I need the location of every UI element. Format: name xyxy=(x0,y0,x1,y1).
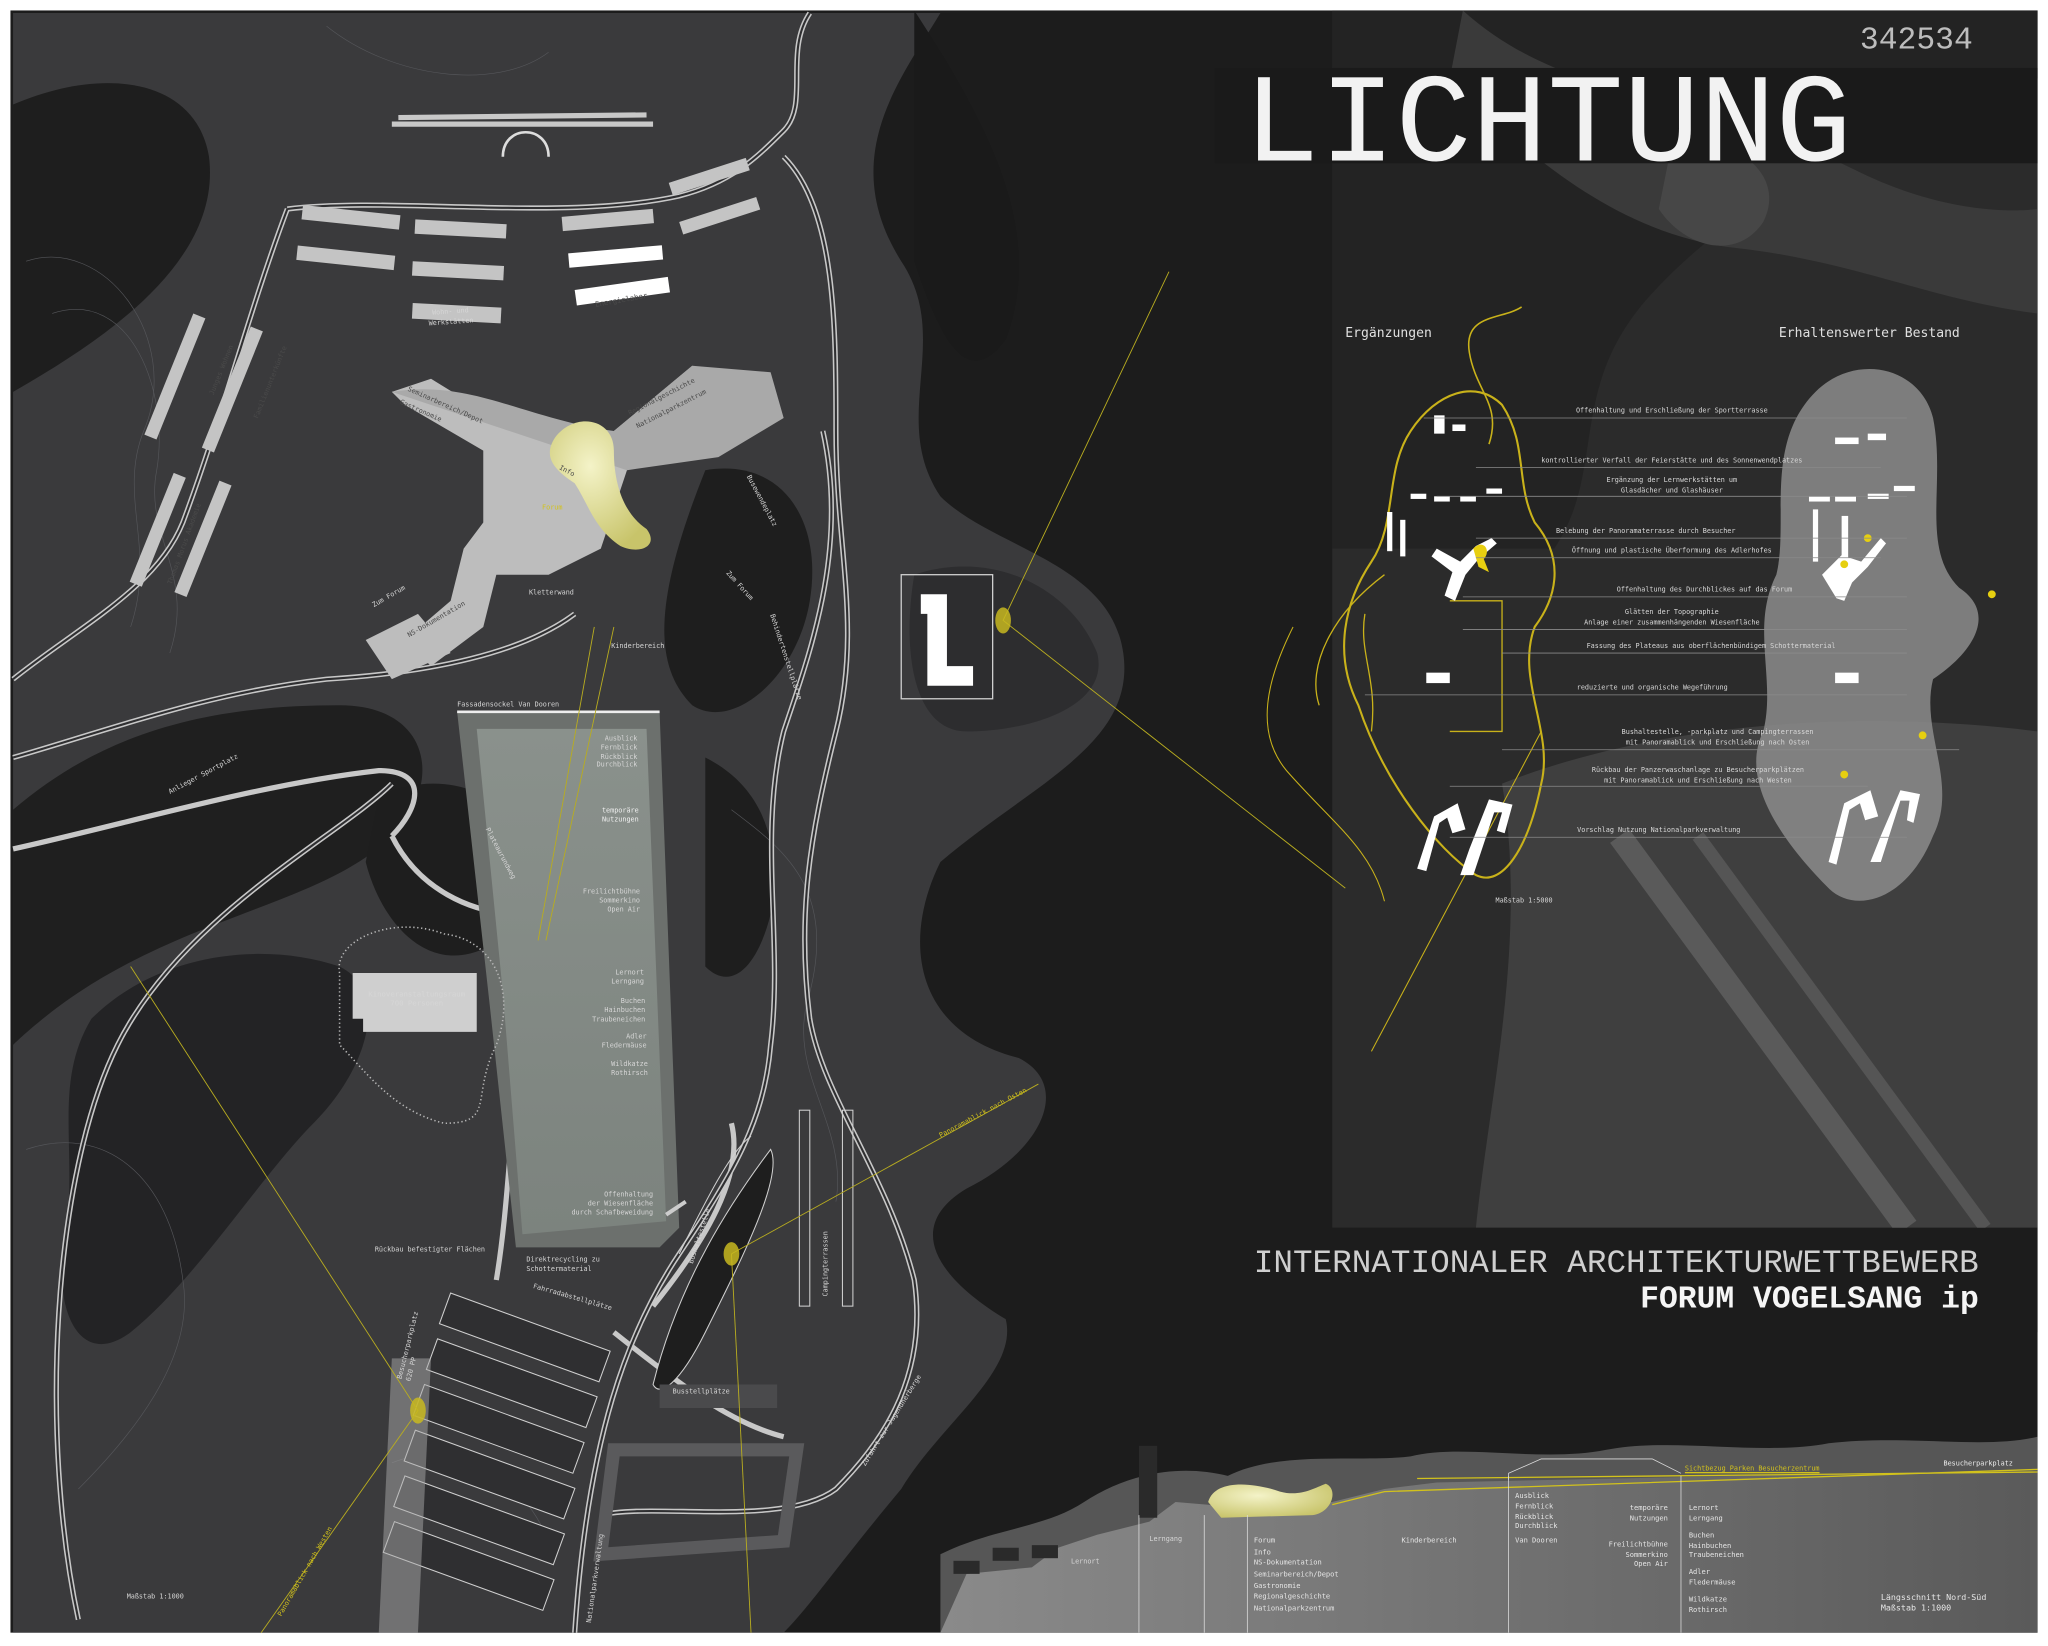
section-lerngang: Lerngang xyxy=(1149,1535,1183,1544)
competition-title: INTERNATIONALER ARCHITEKTURWETTBEWERB xyxy=(1253,1244,1979,1283)
annotation: Belebung der Panoramaterrasse durch Besu… xyxy=(1555,527,1736,536)
bestand-highlight xyxy=(1756,369,1979,901)
section-besucherparkplatz: Besucherparkplatz xyxy=(1943,1460,2013,1469)
section-sichtbezug: Sichtbezug Parken Besucherzentrum xyxy=(1684,1465,1820,1474)
project-number: 342534 xyxy=(1859,23,1973,59)
section-van-dooren: Van Dooren xyxy=(1515,1537,1558,1546)
buildings xyxy=(129,157,761,597)
label-kinderbereich: Kinderbereich xyxy=(611,642,665,651)
ergaenzungen-heading: Ergänzungen xyxy=(1345,326,1432,341)
label-fassadensockel: Fassadensockel Van Dooren xyxy=(457,701,560,710)
annotation-leaders xyxy=(1364,417,1960,838)
page-title: LICHTUNG xyxy=(1243,56,1852,200)
plan-scale: Maßstab 1:1000 xyxy=(126,1593,184,1602)
bestand-heading: Erhaltenswerter Bestand xyxy=(1778,326,1960,341)
annotation: Bushaltestelle, -parkplatz und Campingte… xyxy=(1621,728,1814,747)
label-busstellplaetze: Busstellplätze xyxy=(672,1388,730,1397)
section-drawing xyxy=(940,1436,2038,1633)
annotation: Offenhaltung und Erschließung der Sportt… xyxy=(1575,407,1768,416)
parking xyxy=(382,1292,611,1612)
label-rueckbau: Rückbau befestigter Flächen xyxy=(374,1246,485,1254)
annotation: Öffnung und plastische Überformung des A… xyxy=(1571,547,1772,556)
section-blob xyxy=(1208,1483,1333,1518)
label-kletterwand: Kletterwand xyxy=(528,589,574,597)
annotation: reduzierte und organische Wegeführung xyxy=(1576,684,1728,693)
annotation: Offenhaltung des Durchblickes auf das Fo… xyxy=(1616,586,1793,595)
overview-scale: Maßstab 1:5000 xyxy=(1495,897,1553,906)
label-campingterrassen: Campingterrassen xyxy=(822,1231,830,1297)
competition-band xyxy=(1227,1227,2038,1333)
site-plan xyxy=(11,10,1346,1633)
label-forum: Forum xyxy=(542,504,563,512)
section-lernort: Lernort xyxy=(1071,1558,1100,1567)
title-band xyxy=(1214,67,2038,164)
ergaenzungen-plan xyxy=(1266,306,1556,1052)
annotation: Vorschlag Nutzung Nationalparkverwaltung xyxy=(1577,826,1741,835)
forum-blob xyxy=(549,421,651,550)
section-kinderbereich: Kinderbereich xyxy=(1401,1537,1457,1546)
annotation: Rückbau der Panzerwaschanlage zu Besuche… xyxy=(1591,766,1805,785)
competition-subtitle: FORUM VOGELSANG ip xyxy=(1640,1282,1979,1318)
aerial-photo xyxy=(1332,10,2038,1235)
annotation: kontrollierter Verfall der Feierstätte u… xyxy=(1541,457,1803,465)
annotation: Fassung des Plateaus aus oberflächenbünd… xyxy=(1586,642,1836,651)
